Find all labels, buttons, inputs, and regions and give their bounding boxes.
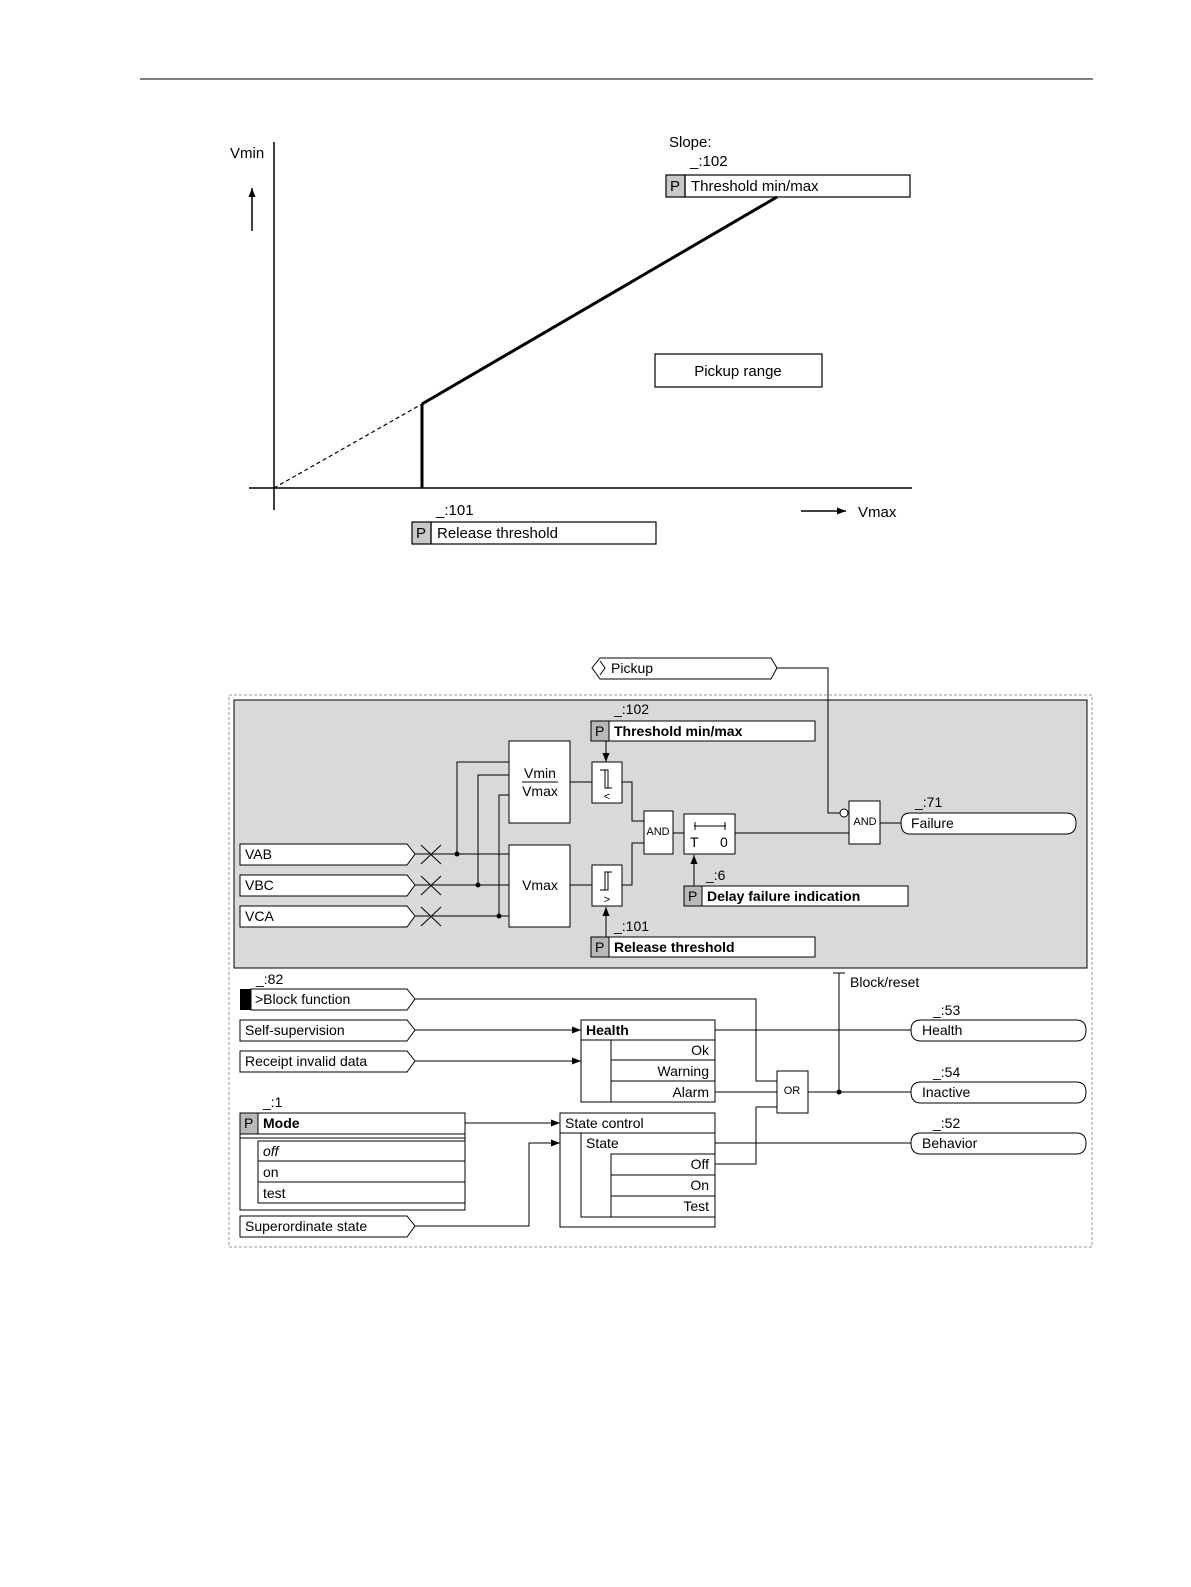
input-vca [239,905,416,928]
p102-address: _:102 [613,701,649,717]
and-gate-1-label: AND [646,826,669,838]
mode-option-off: off [263,1143,281,1159]
param-101-label: Release threshold [437,525,558,542]
param-101-p: P [416,525,426,542]
ratio-block [508,740,571,824]
state-label: State [586,1135,619,1151]
input-vbc-label: VBC [245,877,274,893]
p6-p: P [688,888,697,904]
input-vab [239,843,416,866]
health-item-ok: Ok [691,1042,710,1058]
p102-label: Threshold min/max [614,723,743,739]
self-supervision-input [239,1019,416,1042]
function-frame [228,694,1093,1248]
behavior-label: Behavior [922,1135,978,1151]
and-gate-2 [848,800,881,845]
inactive-address: _:54 [932,1064,960,1080]
comparator-gt-sign: > [604,894,610,906]
p6-box [701,885,909,907]
p101-label: Release threshold [614,939,735,955]
failure-address: _:71 [914,794,942,810]
param-102-box [684,174,911,198]
health-output [910,1019,1087,1042]
and-gate-2-label: AND [853,816,876,828]
block-address: _:82 [255,971,283,987]
characteristic-diagram: Vmin Vmax Slope: _:102 P Threshold min/m… [230,134,912,545]
block-input [250,988,416,1011]
pickup-range-box [654,353,823,388]
comparator-lt-sign: < [604,791,610,803]
state-item-off: Off [691,1156,710,1172]
input-vab-label: VAB [245,846,272,862]
param-102-address: _:102 [689,153,728,170]
mode-label: Mode [263,1115,300,1131]
failure-output [900,812,1077,835]
failure-label: Failure [911,815,954,831]
ratio-bottom: Vmax [522,783,558,799]
mode-option-test: test [263,1185,286,1201]
behavior-address: _:52 [932,1115,960,1131]
vmax-block [508,844,571,928]
block-marker [240,989,251,1010]
or-gate-label: OR [784,1085,801,1097]
timer-block [683,813,736,855]
health-out-label: Health [922,1022,962,1038]
input-vca-label: VCA [245,908,274,924]
health-item-warning: Warning [657,1063,709,1079]
block-label: >Block function [255,991,350,1007]
timer-0: 0 [720,834,728,850]
state-control-title: State control [565,1115,644,1131]
block-reset-label: Block/reset [850,974,919,990]
p101-address: _:101 [613,918,649,934]
slope-line [421,195,778,406]
mode-address: _:1 [262,1094,283,1110]
mode-option-on: on [263,1164,279,1180]
receipt-invalid-input [239,1050,416,1073]
inactive-output [910,1081,1087,1104]
timer-t: T [690,834,699,850]
p101-p: P [595,939,604,955]
superordinate-label: Superordinate state [245,1218,367,1234]
health-block-title: Health [586,1022,629,1038]
p6-label: Delay failure indication [707,888,860,904]
state-item-test: Test [683,1198,709,1214]
param-102-p: P [670,178,680,195]
logic-diagram: Pickup _:102 P Threshold min/max Vmin Vm… [228,657,1093,1248]
p6-address: _:6 [705,867,726,883]
inactive-label: Inactive [922,1084,970,1100]
pickup-wire [777,667,840,814]
pickup-signal [591,657,778,680]
p102-p: P [595,723,604,739]
slope-label: Slope: [669,134,712,151]
health-item-alarm: Alarm [672,1084,709,1100]
ratio-top: Vmin [524,765,556,781]
health-out-address: _:53 [932,1002,960,1018]
x-axis-label: Vmax [858,504,897,521]
input-vbc [239,874,416,897]
param-101-box [430,521,657,545]
pickup-label: Pickup [611,660,653,676]
state-item-on: On [690,1177,709,1193]
pickup-range-label: Pickup range [694,363,782,380]
input-wires [415,761,509,917]
param-101-address: _:101 [435,502,474,519]
self-supervision-label: Self-supervision [245,1022,345,1038]
dashed-extension [273,403,423,489]
receipt-invalid-label: Receipt invalid data [245,1053,367,1069]
p101-box [608,936,816,958]
and-gate-2-inverter [839,808,849,818]
behavior-output [910,1132,1087,1155]
y-axis-label: Vmin [230,145,264,162]
param-102-label: Threshold min/max [691,178,819,195]
p102-box [608,720,816,742]
vmax-block-label: Vmax [522,877,558,893]
superordinate-input [239,1215,416,1238]
mode-p: P [244,1115,253,1131]
